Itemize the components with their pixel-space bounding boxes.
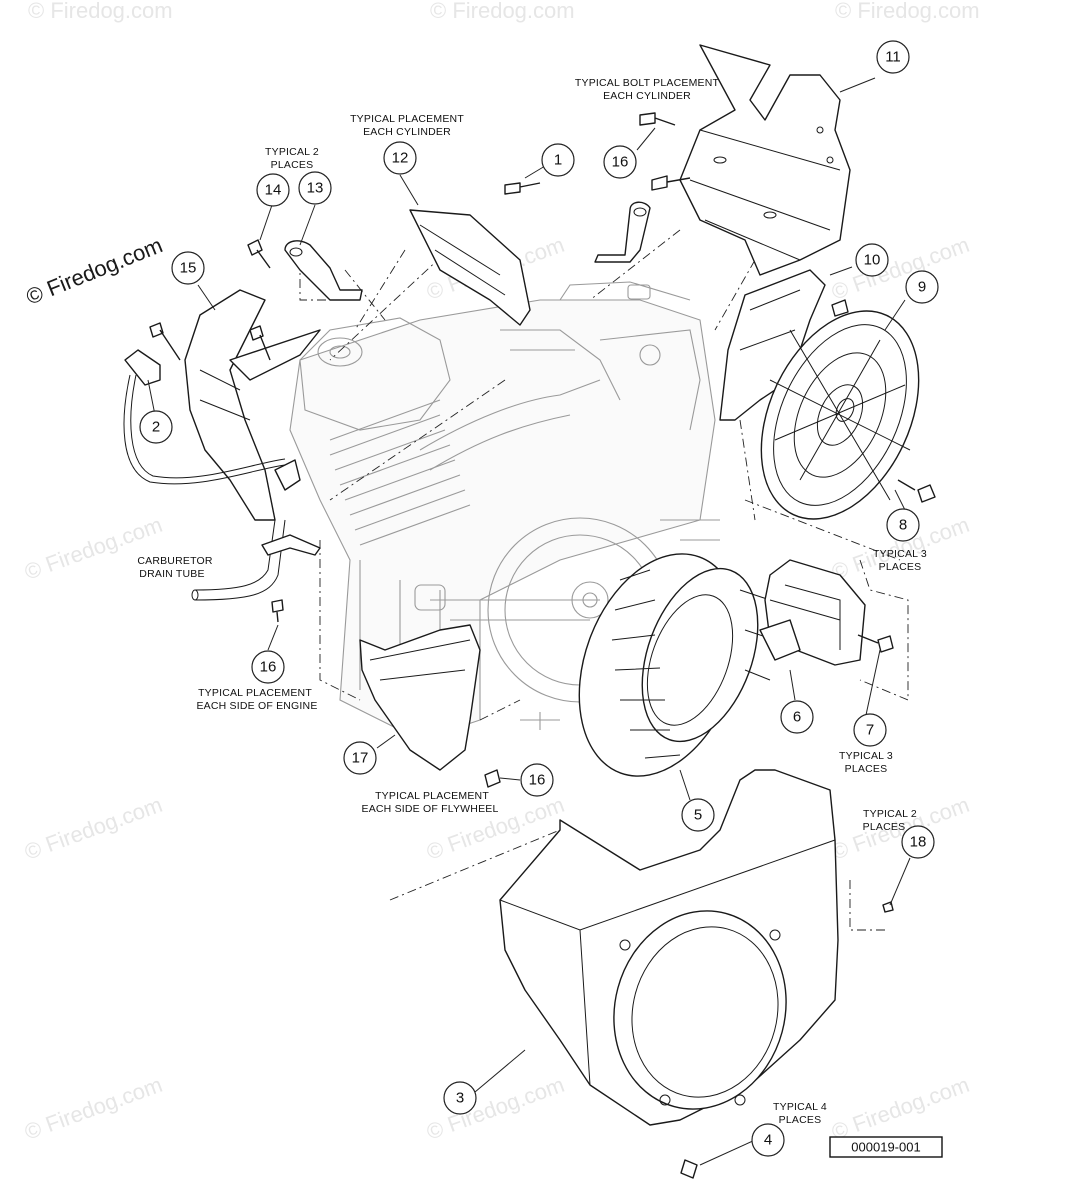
note-typical-placement: TYPICAL PLACEMENT bbox=[198, 687, 312, 699]
callout-label: 3 bbox=[456, 1090, 464, 1107]
note-places: PLACES bbox=[845, 763, 888, 775]
note-each-side-of-engine: EACH SIDE OF ENGINE bbox=[196, 700, 317, 712]
note-places: PLACES bbox=[271, 159, 314, 171]
watermark-text: © Firedog.com bbox=[828, 1072, 972, 1145]
watermark-text: © Firedog.com bbox=[430, 0, 575, 23]
watermark-text: © Firedog.com bbox=[423, 1072, 567, 1145]
leader-lines bbox=[147, 77, 911, 1166]
callout-label: 1 bbox=[554, 152, 562, 169]
callout-label: 2 bbox=[152, 419, 160, 436]
part-9-rotating-screen bbox=[760, 310, 920, 520]
callout-16-top: 16 bbox=[603, 145, 637, 179]
callout-18: 18 bbox=[901, 825, 935, 859]
note-places: PLACES bbox=[879, 561, 922, 573]
note-typical-placement: TYPICAL PLACEMENT bbox=[350, 113, 464, 125]
annotation-notes: TYPICAL BOLT PLACEMENT EACH CYLINDER TYP… bbox=[137, 77, 927, 1126]
part-11-cylinder-shroud bbox=[679, 44, 851, 276]
carburetor-drain-tube bbox=[191, 519, 321, 601]
callout-label: 10 bbox=[864, 252, 881, 269]
callout-16-bottom: 16 bbox=[520, 763, 554, 797]
callout-11: 11 bbox=[876, 40, 910, 74]
note-typical-3: TYPICAL 3 bbox=[873, 548, 927, 560]
callout-label: 11 bbox=[885, 49, 901, 66]
callout-label: 7 bbox=[866, 722, 874, 739]
callout-label: 16 bbox=[529, 772, 546, 789]
note-each-cylinder: EACH CYLINDER bbox=[603, 90, 691, 102]
callout-15: 15 bbox=[171, 251, 205, 285]
callout-label: 15 bbox=[180, 260, 197, 277]
copyright-text: © Firedog.com bbox=[23, 232, 166, 309]
watermark-text: © Firedog.com bbox=[21, 1072, 165, 1145]
part-15-side-shroud bbox=[184, 289, 321, 521]
callout-label: 5 bbox=[694, 807, 702, 824]
callout-label: 9 bbox=[918, 279, 926, 296]
callout-label: 14 bbox=[265, 182, 282, 199]
note-carburetor: CARBURETOR bbox=[137, 555, 213, 567]
drawing-number: 000019-001 bbox=[851, 1140, 920, 1155]
callout-label: 18 bbox=[910, 834, 927, 851]
callout-14: 14 bbox=[256, 173, 290, 207]
watermark-text: © Firedog.com bbox=[21, 792, 165, 865]
part-3-blower-housing bbox=[499, 769, 839, 1126]
note-places: PLACES bbox=[863, 821, 906, 833]
drawing-number-box: 000019-001 bbox=[829, 1136, 943, 1158]
callout-label: 4 bbox=[764, 1132, 772, 1149]
callout-2: 2 bbox=[139, 410, 173, 444]
note-drain-tube: DRAIN TUBE bbox=[139, 568, 204, 580]
callout-10: 10 bbox=[855, 243, 889, 277]
bolt-hardware bbox=[149, 112, 936, 1179]
callout-3: 3 bbox=[443, 1081, 477, 1115]
note-each-cylinder: EACH CYLINDER bbox=[363, 126, 451, 138]
note-typical-4: TYPICAL 4 bbox=[773, 1101, 827, 1113]
part-13-bracket bbox=[284, 240, 363, 301]
callout-17: 17 bbox=[343, 741, 377, 775]
note-bolt-placement: TYPICAL BOLT PLACEMENT bbox=[575, 77, 720, 89]
callout-label: 8 bbox=[899, 517, 907, 534]
callout-8: 8 bbox=[886, 508, 920, 542]
part-2-spark-plug-wire bbox=[123, 349, 301, 491]
part-10-baffle bbox=[719, 269, 826, 421]
callout-12: 12 bbox=[383, 141, 417, 175]
note-each-side-of-flywheel: EACH SIDE OF FLYWHEEL bbox=[361, 803, 498, 815]
callout-label: 16 bbox=[260, 659, 277, 676]
note-typical-2: TYPICAL 2 bbox=[863, 808, 917, 820]
callout-5: 5 bbox=[681, 798, 715, 832]
callout-label: 6 bbox=[793, 709, 801, 726]
note-typical-2: TYPICAL 2 bbox=[265, 146, 319, 158]
watermark-text: © Firedog.com bbox=[835, 0, 980, 23]
part-6-housing bbox=[759, 559, 866, 666]
part-5-flywheel-fan bbox=[578, 553, 776, 777]
callout-1: 1 bbox=[541, 143, 575, 177]
callout-label: 16 bbox=[612, 154, 629, 171]
note-places: PLACES bbox=[779, 1114, 822, 1126]
part-12-baffle bbox=[409, 209, 531, 326]
part-17-baffle bbox=[359, 624, 481, 771]
part-16-bracket bbox=[594, 201, 651, 263]
callout-9: 9 bbox=[905, 270, 939, 304]
callout-7: 7 bbox=[853, 713, 887, 747]
callout-label: 12 bbox=[392, 150, 409, 167]
callout-16-left: 16 bbox=[251, 650, 285, 684]
assembly-lines bbox=[299, 229, 909, 931]
callout-6: 6 bbox=[780, 700, 814, 734]
callout-label: 17 bbox=[352, 750, 369, 767]
callout-13: 13 bbox=[298, 171, 332, 205]
watermark-text: © Firedog.com bbox=[28, 0, 173, 23]
callout-4: 4 bbox=[751, 1123, 785, 1157]
note-typical-3: TYPICAL 3 bbox=[839, 750, 893, 762]
callout-label: 13 bbox=[307, 180, 324, 197]
note-typical-placement: TYPICAL PLACEMENT bbox=[375, 790, 489, 802]
